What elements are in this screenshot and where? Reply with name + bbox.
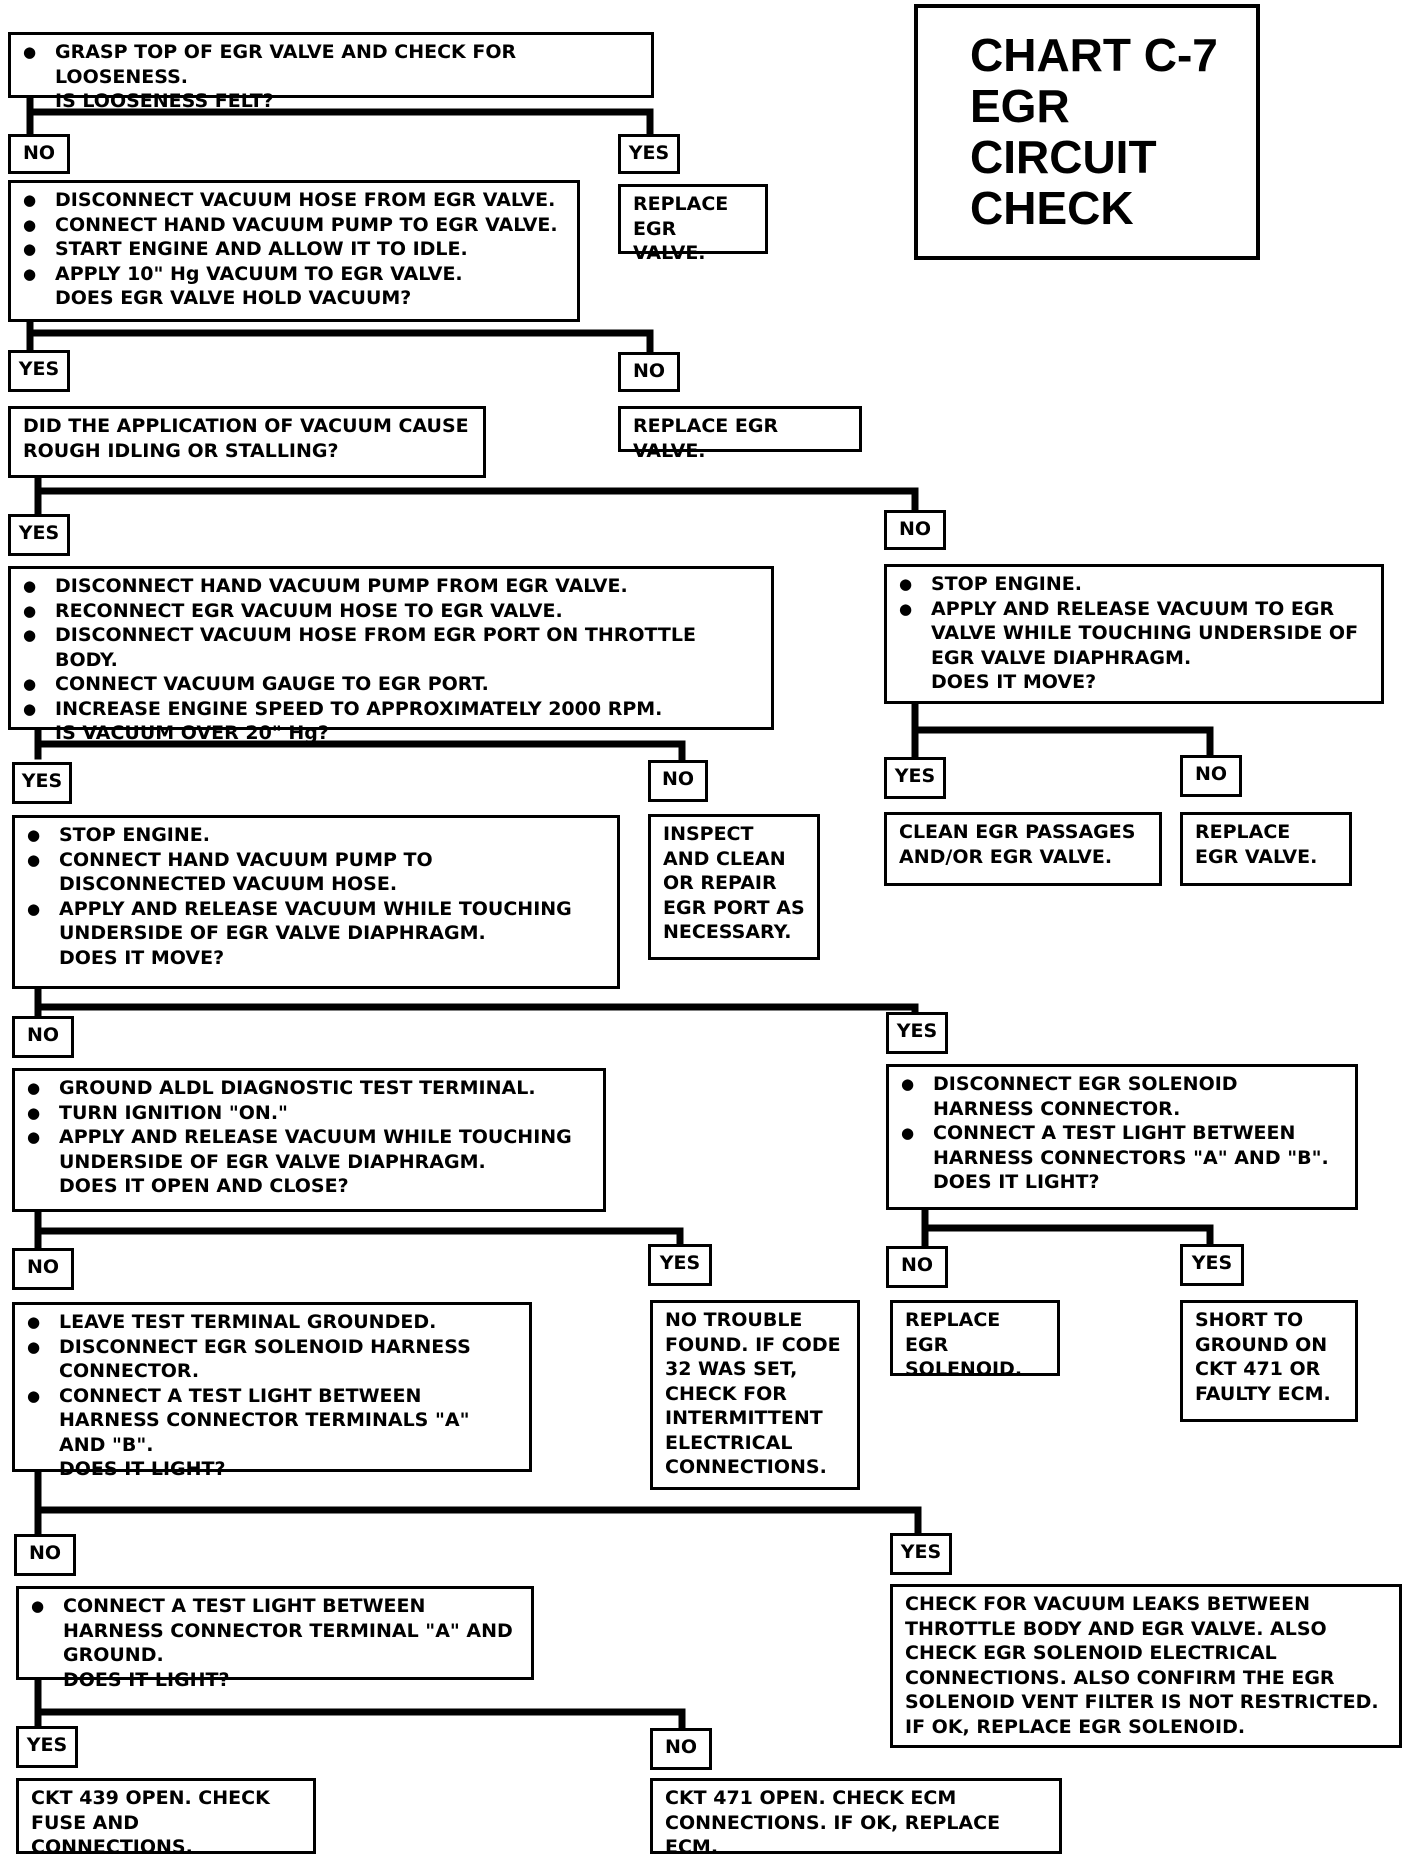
step-question: IS LOOSENESS FELT? — [55, 90, 274, 112]
step-bullet: APPLY AND RELEASE VACUUM WHILE TOUCHING … — [27, 897, 605, 946]
step-bullet: GROUND ALDL DIAGNOSTIC TEST TERMINAL. — [27, 1076, 591, 1101]
label-no: NO — [650, 1728, 712, 1770]
step-bullet: DISCONNECT EGR SOLENOID HARNESS CONNECTO… — [901, 1072, 1343, 1121]
step-question: DOES EGR VALVE HOLD VACUUM? — [55, 287, 412, 309]
step-question: DOES IT LIGHT? — [933, 1171, 1100, 1193]
step-bullet: START ENGINE AND ALLOW IT TO IDLE. — [23, 237, 565, 262]
chart-title-line-3: CIRCUIT — [970, 131, 1157, 183]
chart-title-line-4: CHECK — [970, 182, 1134, 234]
label-no: NO — [886, 1246, 948, 1288]
step-question: IS VACUUM OVER 20" Hg? — [55, 722, 329, 744]
label-no: NO — [12, 1248, 74, 1290]
step-bullet: APPLY AND RELEASE VACUUM WHILE TOUCHING … — [27, 1125, 591, 1174]
label-yes: YES — [890, 1533, 952, 1575]
label-no: NO — [8, 134, 70, 174]
step-question: DOES IT OPEN AND CLOSE? — [59, 1175, 349, 1197]
label-yes: YES — [1180, 1244, 1244, 1286]
step-bullet: CONNECT VACUUM GAUGE TO EGR PORT. — [23, 672, 759, 697]
result-no-trouble-found: NO TROUBLE FOUND. IF CODE 32 WAS SET, CH… — [650, 1300, 860, 1490]
label-no: NO — [1180, 755, 1242, 797]
step-bullet: CONNECT A TEST LIGHT BETWEEN HARNESS CON… — [901, 1121, 1343, 1170]
label-yes: YES — [16, 1726, 78, 1768]
step-question: DOES IT LIGHT? — [63, 1668, 230, 1691]
step-bullet: GRASP TOP OF EGR VALVE AND CHECK FOR LOO… — [23, 40, 639, 89]
step-diaphragm-move-hose: STOP ENGINE. CONNECT HAND VACUUM PUMP TO… — [12, 815, 620, 989]
step-bullet: CONNECT A TEST LIGHT BETWEEN HARNESS CON… — [27, 1384, 517, 1458]
step-check-egr-port-vacuum: DISCONNECT HAND VACUUM PUMP FROM EGR VAL… — [8, 566, 774, 744]
step-bullet: STOP ENGINE. — [27, 823, 605, 848]
label-yes: YES — [8, 350, 70, 392]
result-short-to-ground: SHORT TO GROUND ON CKT 471 OR FAULTY ECM… — [1180, 1300, 1358, 1422]
result-replace-egr-valve-loose: REPLACE EGR VALVE. — [618, 184, 768, 264]
label-yes: YES — [648, 1244, 712, 1286]
label-no: NO — [884, 510, 946, 550]
step-bullet: DISCONNECT EGR SOLENOID HARNESS CONNECTO… — [27, 1335, 517, 1384]
label-no: NO — [12, 1016, 74, 1058]
step-vacuum-hold-test: DISCONNECT VACUUM HOSE FROM EGR VALVE. C… — [8, 180, 580, 322]
result-clean-egr-passages: CLEAN EGR PASSAGES AND/OR EGR VALVE. — [884, 812, 1162, 886]
label-yes: YES — [12, 762, 72, 804]
step-bullet: TURN IGNITION "ON." — [27, 1101, 591, 1126]
result-replace-egr-valve-vacuum: REPLACE EGR VALVE. — [618, 406, 862, 462]
chart-title-line-2: EGR — [970, 80, 1070, 132]
step-bullet: APPLY AND RELEASE VACUUM TO EGR VALVE WH… — [899, 597, 1369, 671]
result-check-vacuum-leaks: CHECK FOR VACUUM LEAKS BETWEEN THROTTLE … — [890, 1584, 1402, 1748]
step-check-looseness: GRASP TOP OF EGR VALVE AND CHECK FOR LOO… — [8, 32, 654, 112]
step-question: DOES IT MOVE? — [59, 946, 225, 969]
step-solenoid-test-light: DISCONNECT EGR SOLENOID HARNESS CONNECTO… — [886, 1064, 1358, 1210]
result-ckt-471-open: CKT 471 OPEN. CHECK ECM CONNECTIONS. IF … — [650, 1778, 1062, 1858]
step-bullet: LEAVE TEST TERMINAL GROUNDED. — [27, 1310, 517, 1335]
step-terminal-a-ground-test: CONNECT A TEST LIGHT BETWEEN HARNESS CON… — [16, 1586, 534, 1691]
step-bullet: CONNECT HAND VACUUM PUMP TO EGR VALVE. — [23, 213, 565, 238]
label-yes: YES — [886, 1012, 948, 1054]
step-harness-test-light: LEAVE TEST TERMINAL GROUNDED. DISCONNECT… — [12, 1302, 532, 1480]
step-rough-idle-question: DID THE APPLICATION OF VACUUM CAUSE ROUG… — [8, 406, 486, 478]
label-no: NO — [618, 352, 680, 392]
step-ground-aldl-test: GROUND ALDL DIAGNOSTIC TEST TERMINAL. TU… — [12, 1068, 606, 1212]
chart-title-line-1: CHART C-7 — [970, 29, 1218, 81]
label-no: NO — [14, 1534, 76, 1576]
result-inspect-egr-port: INSPECT AND CLEAN OR REPAIR EGR PORT AS … — [648, 814, 820, 960]
step-bullet: STOP ENGINE. — [899, 572, 1369, 597]
step-bullet: CONNECT A TEST LIGHT BETWEEN HARNESS CON… — [31, 1594, 519, 1668]
step-bullet: DISCONNECT HAND VACUUM PUMP FROM EGR VAL… — [23, 574, 759, 599]
step-bullet: RECONNECT EGR VACUUM HOSE TO EGR VALVE. — [23, 599, 759, 624]
label-yes: YES — [618, 134, 680, 174]
step-bullet: APPLY 10" Hg VACUUM TO EGR VALVE. — [23, 262, 565, 287]
step-bullet: DISCONNECT VACUUM HOSE FROM EGR VALVE. — [23, 188, 565, 213]
label-yes: YES — [8, 514, 70, 556]
label-no: NO — [648, 760, 708, 802]
result-replace-egr-solenoid: REPLACE EGR SOLENOID. — [890, 1300, 1060, 1380]
step-question: DOES IT LIGHT? — [59, 1458, 226, 1480]
step-bullet: CONNECT HAND VACUUM PUMP TO DISCONNECTED… — [27, 848, 605, 897]
step-bullet: DISCONNECT VACUUM HOSE FROM EGR PORT ON … — [23, 623, 759, 672]
label-yes: YES — [884, 757, 946, 799]
result-replace-egr-valve-move: REPLACE EGR VALVE. — [1180, 812, 1352, 886]
step-diaphragm-move-engine-off: STOP ENGINE. APPLY AND RELEASE VACUUM TO… — [884, 564, 1384, 704]
step-bullet: INCREASE ENGINE SPEED TO APPROXIMATELY 2… — [23, 697, 759, 722]
chart-title: CHART C-7 EGR CIRCUIT CHECK — [914, 4, 1260, 260]
step-question: DOES IT MOVE? — [931, 671, 1097, 693]
result-ckt-439-open: CKT 439 OPEN. CHECK FUSE AND CONNECTIONS… — [16, 1778, 316, 1858]
